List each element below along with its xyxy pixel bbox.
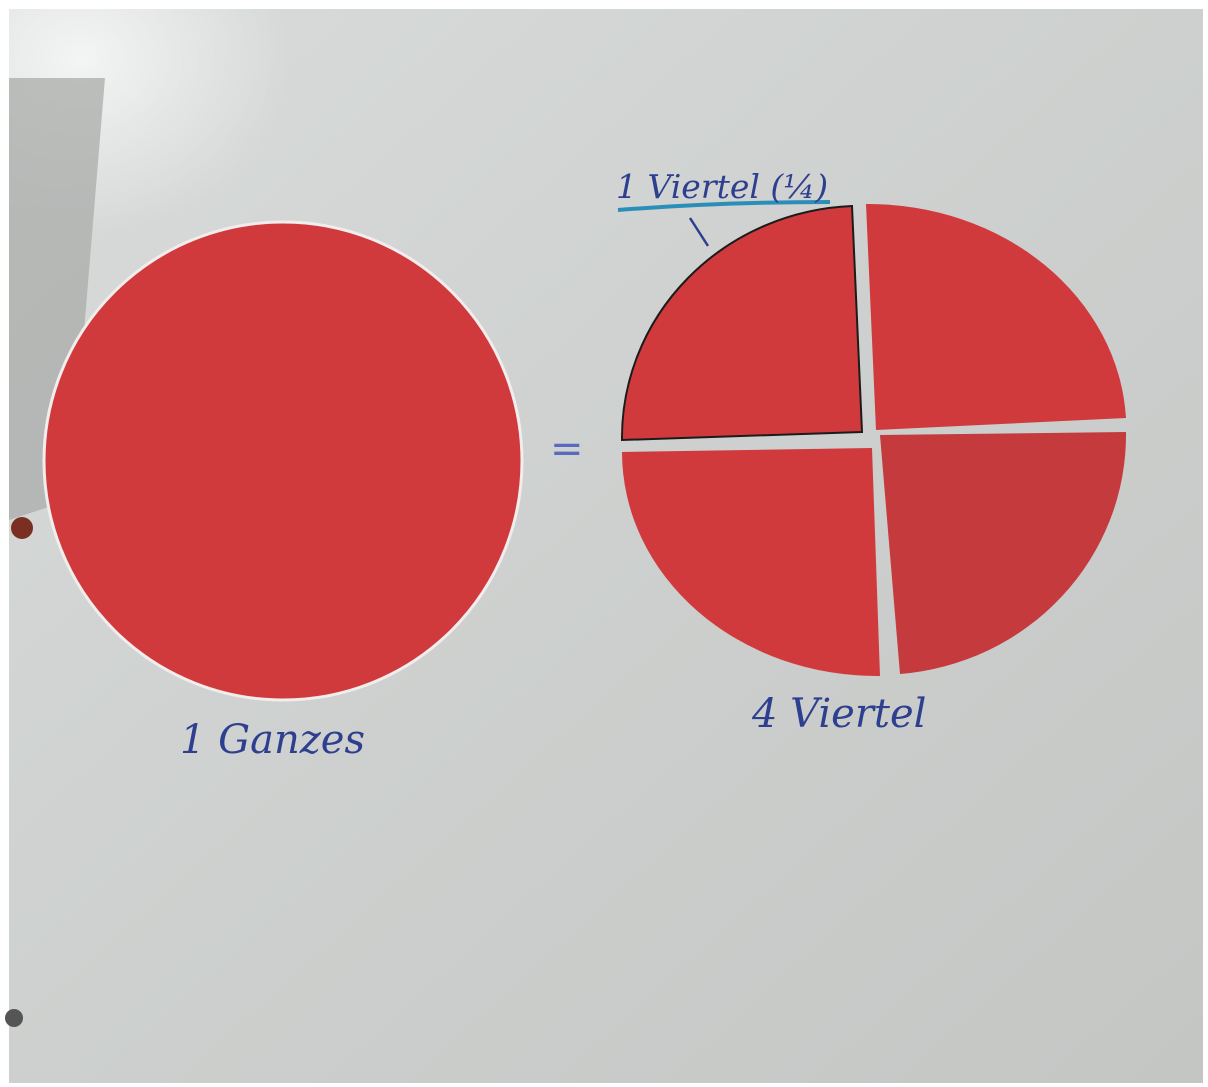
whole-label: 1 Ganzes bbox=[180, 717, 365, 763]
wall-screw bbox=[11, 517, 33, 539]
quarter-label: 1 Viertel (¼) bbox=[616, 167, 828, 206]
wall-screw bbox=[5, 1009, 23, 1027]
quarters-total-label: 4 Viertel bbox=[751, 691, 926, 737]
equals-sign: = bbox=[550, 426, 584, 472]
whole-disk bbox=[44, 222, 522, 700]
